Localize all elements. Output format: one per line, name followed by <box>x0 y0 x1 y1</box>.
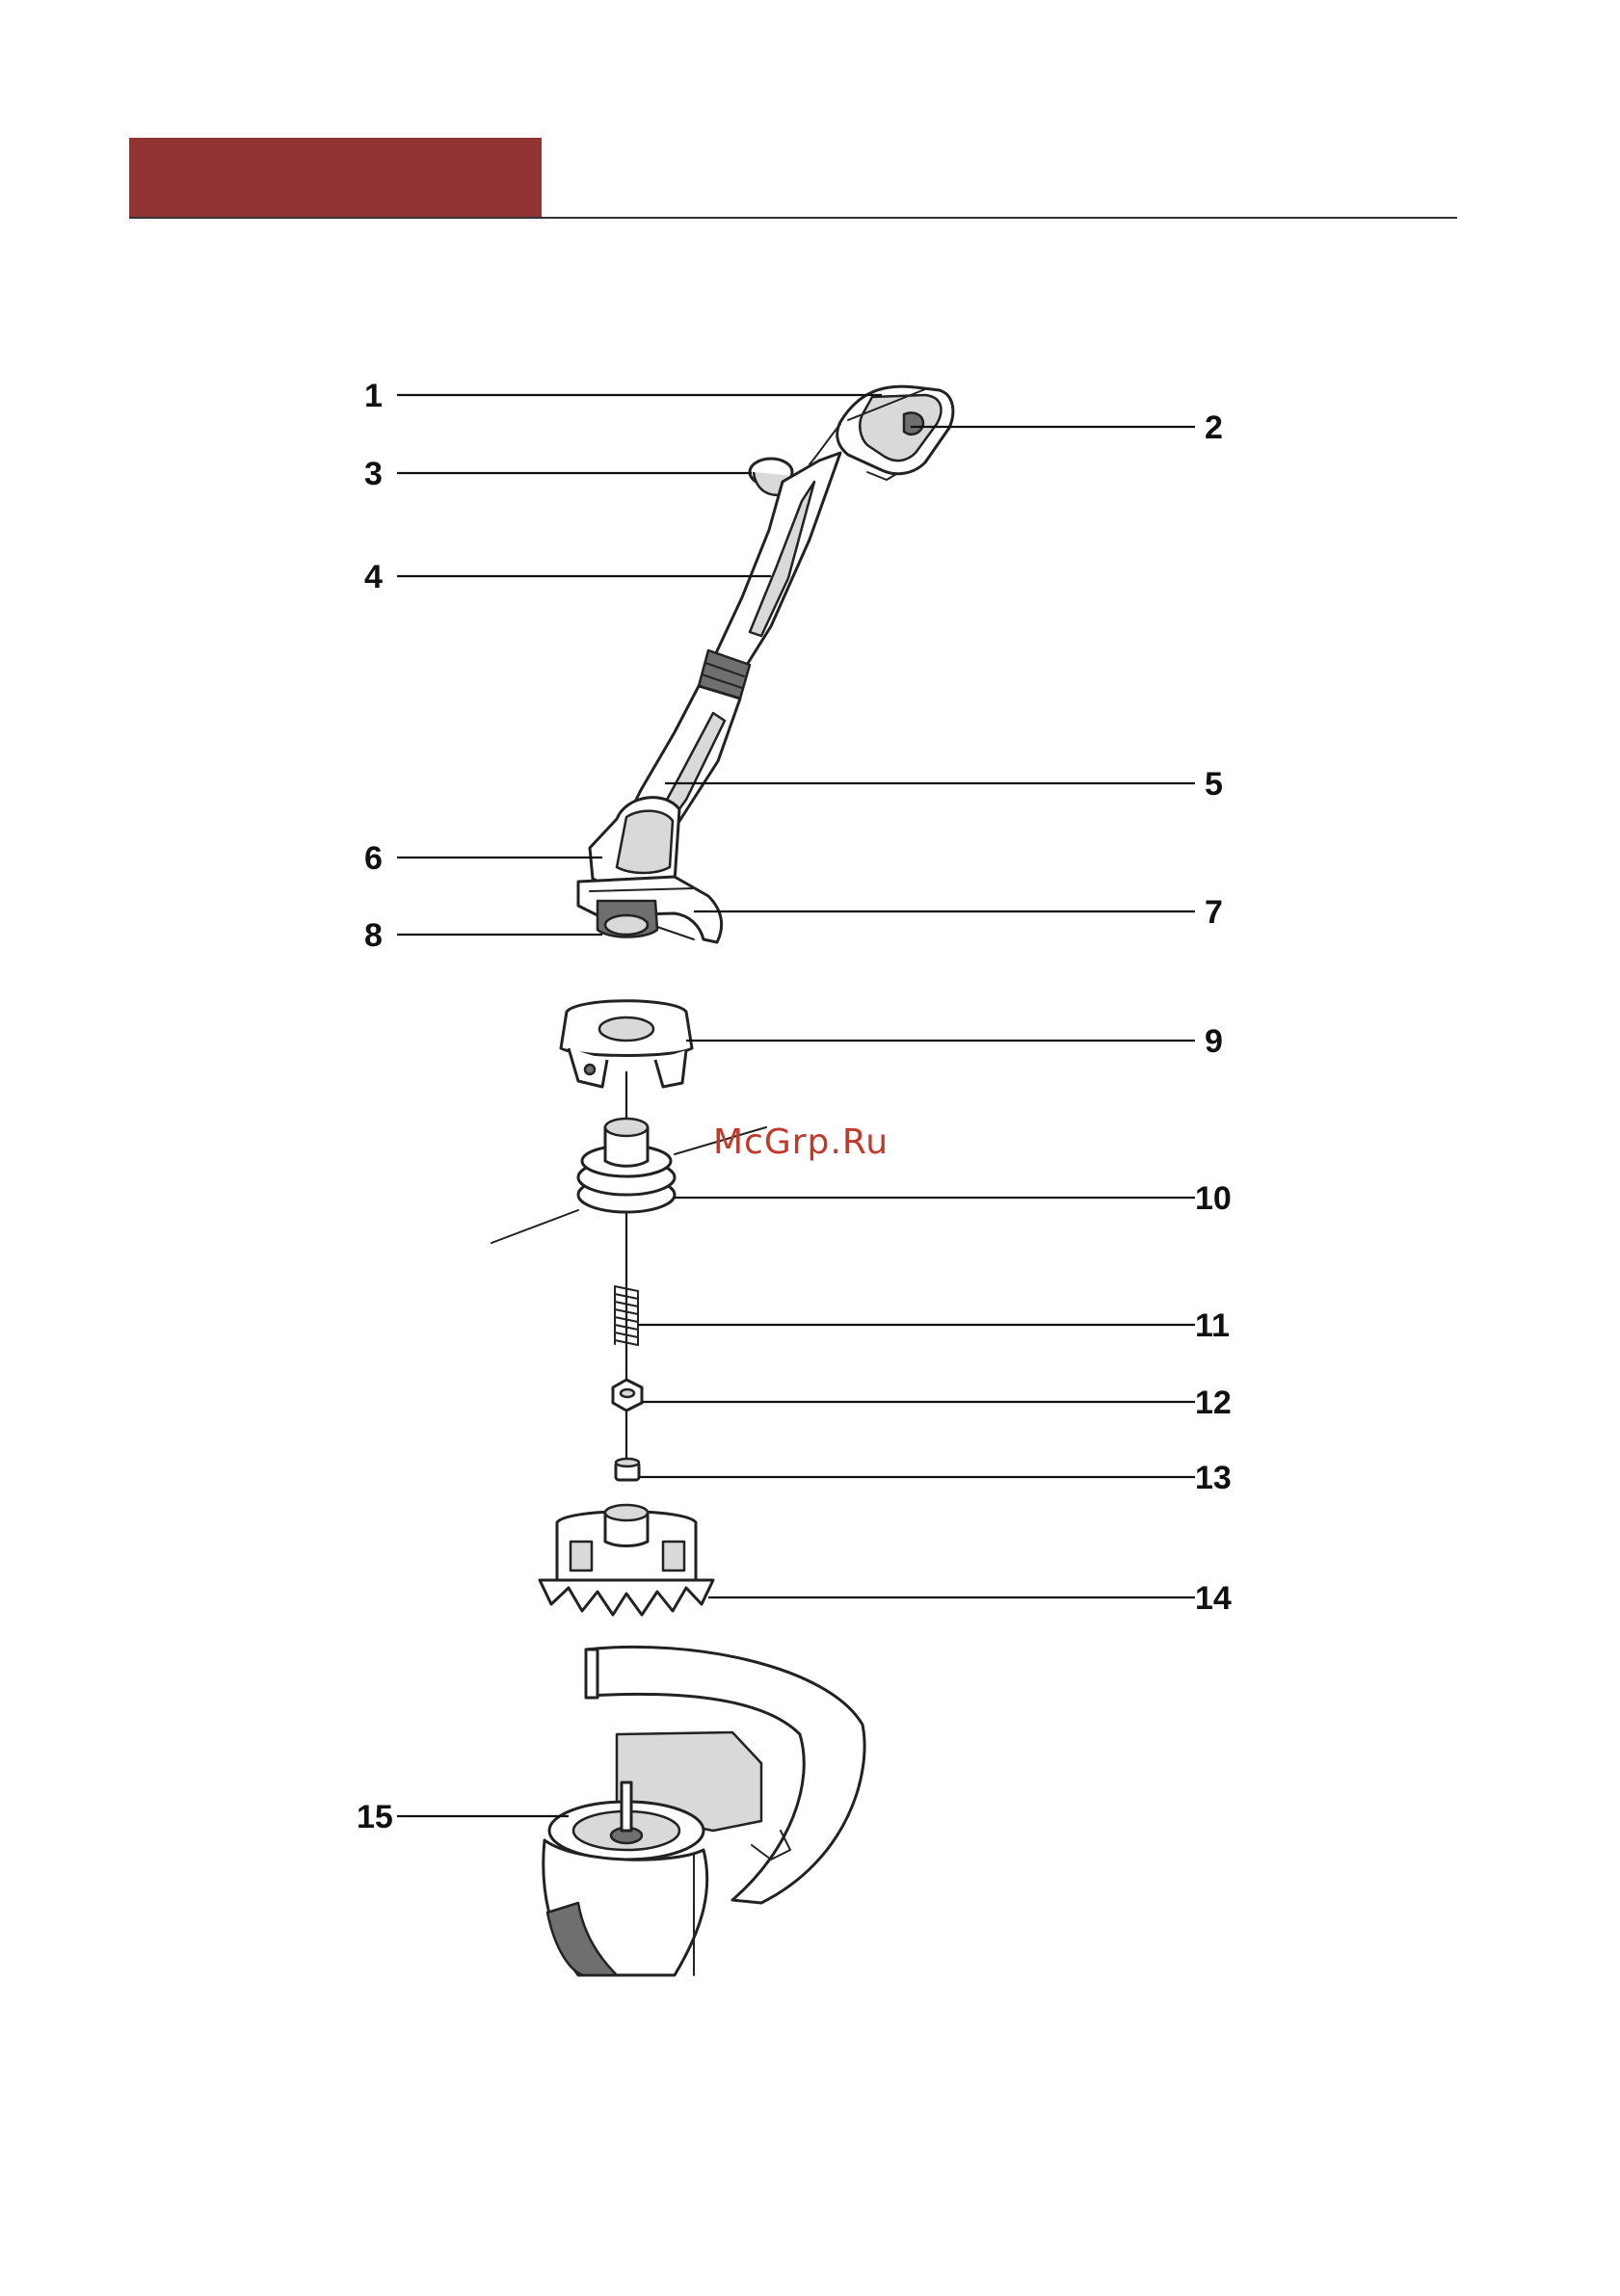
callout-2: 2 <box>1205 409 1223 446</box>
trimmer-assembly <box>578 386 953 942</box>
callout-numbers: 1 2 3 4 5 6 7 8 9 10 11 12 13 14 15 <box>357 378 1232 1835</box>
callout-1: 1 <box>364 378 383 414</box>
callout-3: 3 <box>364 456 383 492</box>
callout-7: 7 <box>1205 894 1223 931</box>
motor-housing-icon <box>590 798 679 889</box>
callout-10: 10 <box>1195 1180 1232 1217</box>
callout-15: 15 <box>357 1799 393 1835</box>
bushing-icon <box>616 1459 639 1480</box>
callout-14: 14 <box>1195 1580 1232 1617</box>
callout-4: 4 <box>364 559 383 595</box>
spool-seat-icon <box>544 1647 864 1975</box>
leader-lines <box>397 395 1195 1816</box>
callout-9: 9 <box>1205 1023 1223 1060</box>
callout-5: 5 <box>1205 766 1223 803</box>
callout-8: 8 <box>364 917 383 954</box>
callout-6: 6 <box>364 840 383 877</box>
nut-icon <box>613 1380 642 1411</box>
callout-13: 13 <box>1195 1460 1232 1496</box>
watermark-text: McGrp.Ru <box>713 1122 889 1162</box>
callout-12: 12 <box>1195 1385 1232 1421</box>
spool-holder-icon <box>540 1505 713 1615</box>
callout-11: 11 <box>1195 1307 1230 1344</box>
